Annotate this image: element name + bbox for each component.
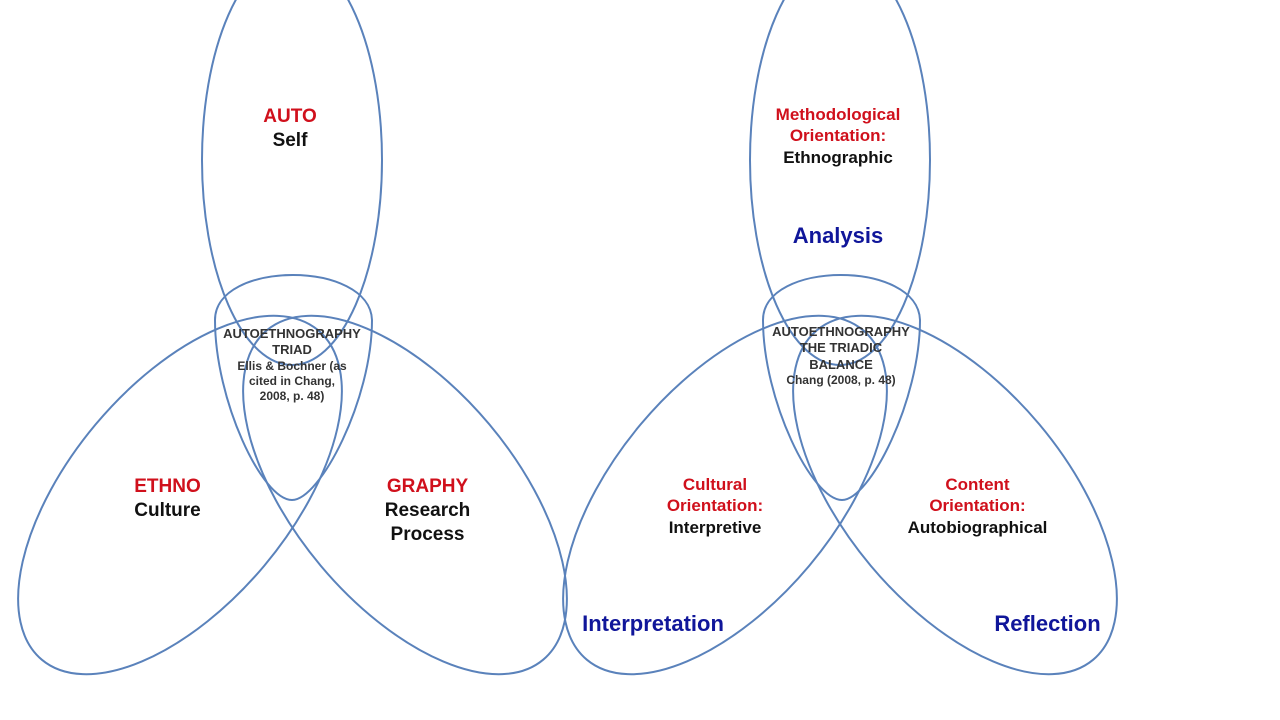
citation-line1: Ellis & Bochner (as — [237, 358, 347, 373]
right-center-lobe — [761, 274, 922, 502]
right-right-label: Content Orientation: Autobiographical — [890, 474, 1065, 538]
center-subtitle: TRIAD — [272, 342, 312, 358]
self-subtext: Self — [272, 129, 308, 151]
research-subtext: Research — [384, 499, 471, 521]
interpretation-label: Interpretation — [582, 611, 724, 636]
left-top-label: AUTO Self — [230, 105, 350, 153]
methodological-orientation: Orientation: — [789, 126, 887, 146]
citation-line3: 2008, p. 48) — [259, 388, 325, 403]
auto-heading: AUTO — [263, 106, 317, 127]
right-left-ellipse — [562, 314, 888, 676]
right-top-label: Methodological Orientation: Ethnographic — [758, 104, 918, 168]
ethno-heading: ETHNO — [134, 476, 201, 497]
right-top-ellipse — [749, 0, 931, 366]
content-orientation: Orientation: — [929, 496, 1026, 516]
left-left-ellipse — [17, 314, 343, 676]
cultural-heading: Cultural — [682, 475, 748, 494]
ethnographic-subtext: Ethnographic — [783, 147, 893, 167]
center-title: AUTOETHNOGRAPHY — [772, 324, 910, 339]
analysis-label: Analysis — [792, 223, 884, 248]
left-right-ellipse — [242, 314, 568, 676]
left-top-ellipse — [201, 0, 383, 366]
left-center-label: AUTOETHNOGRAPHY TRIAD Ellis & Bochner (a… — [212, 326, 372, 404]
right-left-label: Cultural Orientation: Interpretive — [640, 474, 790, 538]
center-subtitle: THE TRIADIC — [799, 340, 883, 356]
right-right-ellipse — [792, 314, 1118, 676]
interpretive-subtext: Interpretive — [668, 517, 762, 537]
citation-line2: cited in Chang, — [248, 373, 335, 388]
center-subtitle-2: BALANCE — [809, 356, 873, 372]
graphy-heading: GRAPHY — [386, 476, 469, 497]
autobiographical-subtext: Autobiographical — [907, 517, 1048, 537]
culture-subtext: Culture — [134, 499, 201, 521]
left-left-label: ETHNO Culture — [105, 475, 230, 523]
reflection-label: Reflection — [994, 611, 1101, 636]
cultural-orientation: Orientation: — [666, 496, 764, 516]
left-center-lobe — [213, 274, 374, 502]
right-center-label: AUTOETHNOGRAPHY THE TRIADIC BALANCE Chan… — [760, 324, 922, 388]
methodological-heading: Methodological — [775, 105, 901, 124]
citation: Chang (2008, p. 48) — [786, 372, 896, 387]
left-right-label: GRAPHY Research Process — [365, 475, 490, 546]
content-heading: Content — [945, 475, 1010, 494]
center-title: AUTOETHNOGRAPHY — [223, 326, 361, 341]
process-subtext: Process — [390, 523, 465, 545]
